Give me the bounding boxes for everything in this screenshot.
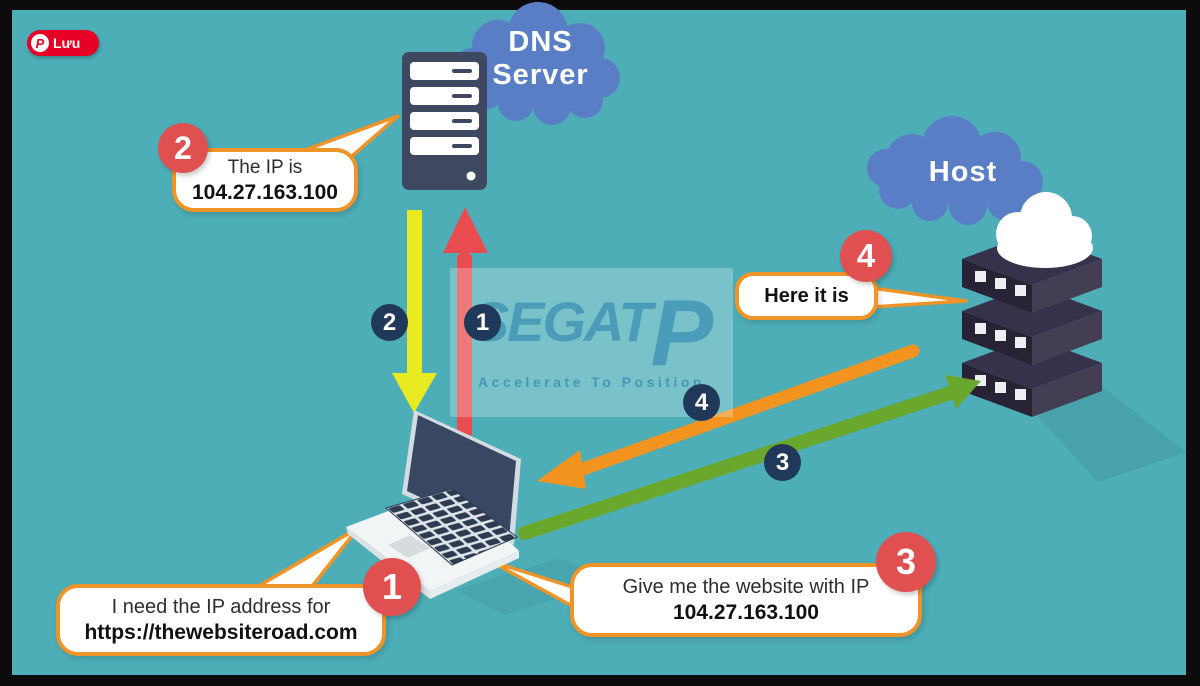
- dns-server-label: DNS Server: [463, 26, 618, 92]
- dns-label-line2: Server: [492, 59, 589, 91]
- bubble-step2-line2: 104.27.163.100: [192, 180, 338, 204]
- step-number-step4: 4: [840, 230, 892, 282]
- speech-bubble-step4: Here it is: [735, 272, 878, 320]
- host-label: Host: [928, 156, 998, 188]
- step-number-step2: 2: [158, 123, 208, 173]
- host-cloud: [867, 116, 1043, 225]
- arrow-step1-red: [443, 207, 488, 438]
- bubble-step3-line2: 104.27.163.100: [673, 600, 819, 624]
- arrow-step2-yellow: [392, 210, 437, 413]
- bubble-step1-line2: https://thewebsiteroad.com: [84, 620, 358, 644]
- speech-bubble-step3: Give me the website with IP 104.27.163.1…: [570, 563, 922, 637]
- pinterest-icon: P: [31, 34, 49, 52]
- bubble-step4-line1: Here it is: [764, 284, 849, 307]
- arrow-badge-step4: 4: [683, 384, 720, 421]
- host-server-icon: [962, 233, 1102, 417]
- host-white-cloud-icon: [996, 192, 1093, 268]
- watermark-brand-accent: P: [650, 279, 714, 385]
- arrow-badge-step1: 1: [464, 304, 501, 341]
- bubble-tail-step4: [870, 286, 968, 309]
- save-button[interactable]: P Lưu: [27, 30, 99, 56]
- speech-bubble-step1: I need the IP address for https://theweb…: [56, 584, 386, 656]
- step-number-step1: 1: [363, 558, 421, 616]
- arrow-badge-step2: 2: [371, 304, 408, 341]
- bubble-step1-line1: I need the IP address for: [111, 595, 331, 618]
- bubble-step2-line1: The IP is: [227, 156, 303, 178]
- watermark-tagline: Accelerate To Position: [478, 373, 705, 390]
- step-number-step3: 3: [876, 532, 936, 592]
- dns-server-icon: [402, 52, 487, 190]
- watermark-brand-main: SEGAT: [471, 289, 653, 353]
- arrow-step3-green: [518, 375, 981, 540]
- save-button-label: Lưu: [53, 35, 81, 51]
- arrow-badge-step3: 3: [764, 444, 801, 481]
- bubble-step3-line1: Give me the website with IP: [622, 575, 870, 598]
- dns-label-line1: DNS: [508, 26, 573, 58]
- arrow-step4-orange: [537, 344, 920, 489]
